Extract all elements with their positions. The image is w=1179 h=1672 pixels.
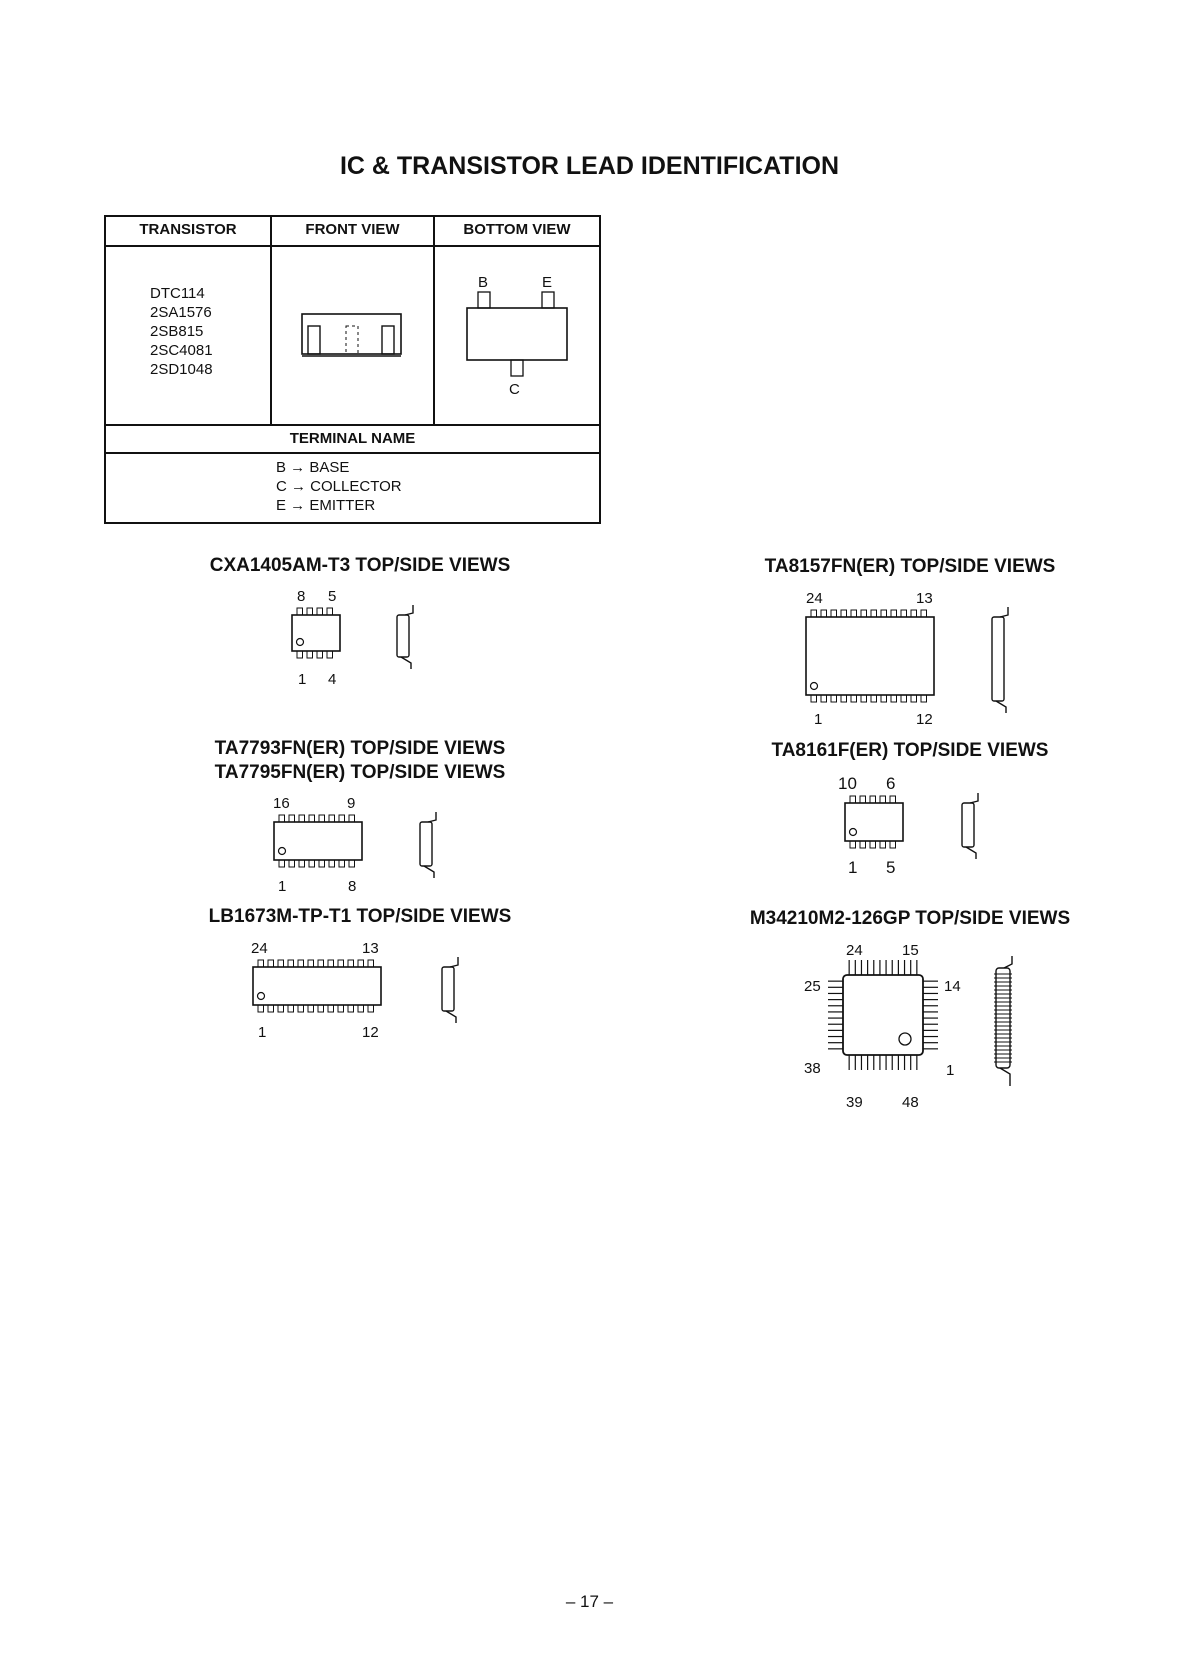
header-terminal-name: TERMINAL NAME — [289, 430, 416, 447]
table-divider — [270, 215, 272, 424]
ic-side-view-m34210 — [994, 956, 1013, 1086]
pin-number: 1 — [946, 1062, 955, 1079]
page-number: – 17 – — [565, 1592, 614, 1611]
ic-package-ta7793 — [273, 814, 363, 868]
terminal-item: B → BASE — [276, 459, 350, 476]
transistor-front-view-drawing — [301, 313, 402, 357]
pin-label-c: C — [509, 381, 520, 398]
pin-label-e: E — [542, 274, 553, 291]
transistor-part: 2SA1576 — [150, 304, 212, 321]
pin-number: 16 — [273, 795, 290, 812]
pin-number: 39 — [846, 1094, 863, 1111]
table-divider — [104, 424, 601, 426]
pin-number: 4 — [328, 671, 337, 688]
pin-number: 14 — [944, 978, 961, 995]
ic-package-lb1673 — [252, 959, 382, 1013]
table-border — [104, 215, 601, 524]
ic-title-ta7795: TA7795FN(ER) TOP/SIDE VIEWS — [214, 762, 506, 783]
table-divider — [104, 245, 601, 247]
ic-package-ta8161 — [844, 795, 904, 849]
header-bottom-view: BOTTOM VIEW — [463, 221, 571, 238]
terminal-list: B → BASE C → COLLECTOR E → EMITTER — [276, 458, 402, 515]
table-divider — [104, 452, 601, 454]
pin-number: 12 — [916, 711, 933, 728]
terminal-item: C → COLLECTOR — [276, 478, 402, 495]
pin-label-b: B — [478, 274, 489, 291]
table-divider — [433, 215, 435, 424]
pin-number: 25 — [804, 978, 821, 995]
pin-number: 12 — [362, 1024, 379, 1041]
transistor-part: 2SD1048 — [150, 361, 213, 378]
pin-number: 24 — [251, 940, 268, 957]
pin-number: 10 — [838, 774, 857, 793]
header-transistor: TRANSISTOR — [139, 221, 237, 238]
pin-number: 1 — [298, 671, 307, 688]
ic-title-ta8157: TA8157FN(ER) TOP/SIDE VIEWS — [764, 556, 1056, 577]
ic-title-ta8161: TA8161F(ER) TOP/SIDE VIEWS — [771, 740, 1049, 761]
ic-title-m34210: M34210M2-126GP TOP/SIDE VIEWS — [749, 908, 1071, 929]
pin-number: 8 — [297, 588, 306, 605]
pin-number: 5 — [886, 858, 896, 877]
pin-number: 24 — [846, 942, 863, 959]
pin-number: 24 — [806, 590, 823, 607]
transistor-part-list: DTC114 2SA1576 2SB815 2SC4081 2SD1048 — [150, 284, 213, 379]
pin-number: 8 — [348, 878, 357, 895]
ic-side-view-lb1673 — [441, 957, 459, 1023]
page-title: IC & TRANSISTOR LEAD IDENTIFICATION — [339, 152, 840, 180]
pin-number: 1 — [814, 711, 823, 728]
pin-number: 13 — [362, 940, 379, 957]
pin-number: 5 — [328, 588, 337, 605]
pin-number: 6 — [886, 774, 896, 793]
pin-number: 1 — [278, 878, 287, 895]
ic-side-view-cxa1405 — [396, 605, 414, 669]
ic-side-view-ta8157 — [991, 607, 1009, 713]
pin-number: 38 — [804, 1060, 821, 1077]
ic-side-view-ta8161 — [961, 793, 979, 859]
pin-number: 48 — [902, 1094, 919, 1111]
ic-package-ta8157 — [805, 609, 935, 703]
ic-title-lb1673: LB1673M-TP-T1 TOP/SIDE VIEWS — [208, 906, 512, 927]
pin-number: 13 — [916, 590, 933, 607]
ic-title-ta7793: TA7793FN(ER) TOP/SIDE VIEWS — [214, 738, 506, 759]
pin-number: 1 — [258, 1024, 267, 1041]
transistor-part: 2SC4081 — [150, 342, 213, 359]
transistor-bottom-view-drawing — [466, 291, 568, 377]
ic-side-view-ta7793 — [419, 812, 437, 878]
ic-title-cxa1405: CXA1405AM-T3 TOP/SIDE VIEWS — [209, 555, 511, 576]
transistor-part: DTC114 — [150, 285, 205, 302]
ic-package-cxa1405 — [291, 607, 341, 659]
pin-number: 9 — [347, 795, 356, 812]
pin-number: 1 — [848, 858, 858, 877]
terminal-item: E → EMITTER — [276, 497, 376, 514]
transistor-part: 2SB815 — [150, 323, 204, 340]
header-front-view: FRONT VIEW — [305, 221, 400, 238]
ic-package-m34210 — [828, 960, 938, 1070]
pin-number: 15 — [902, 942, 919, 959]
